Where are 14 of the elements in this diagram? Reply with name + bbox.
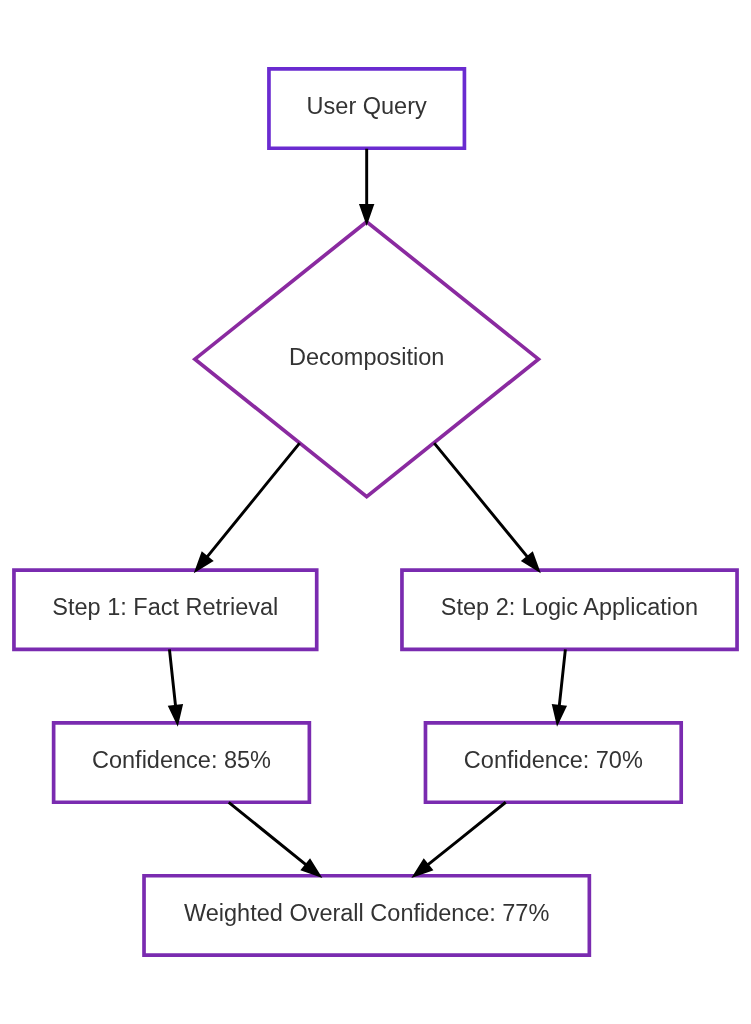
node-box: Step 1: Fact Retrieval (12, 568, 319, 652)
node-box: Weighted Overall Confidence: 77% (142, 873, 592, 957)
node-box: Confidence: 70% (423, 721, 684, 805)
arrow (227, 801, 323, 879)
arrow (411, 801, 507, 879)
node-diamond: Decomposition (191, 219, 542, 499)
node-box: Confidence: 85% (51, 721, 312, 805)
node-box: User Query (267, 67, 467, 151)
arrow (193, 442, 301, 574)
arrow (433, 442, 541, 574)
node-box: Step 2: Logic Application (400, 568, 739, 652)
arrow (551, 649, 568, 727)
arrow (358, 148, 375, 226)
arrow (167, 649, 184, 727)
